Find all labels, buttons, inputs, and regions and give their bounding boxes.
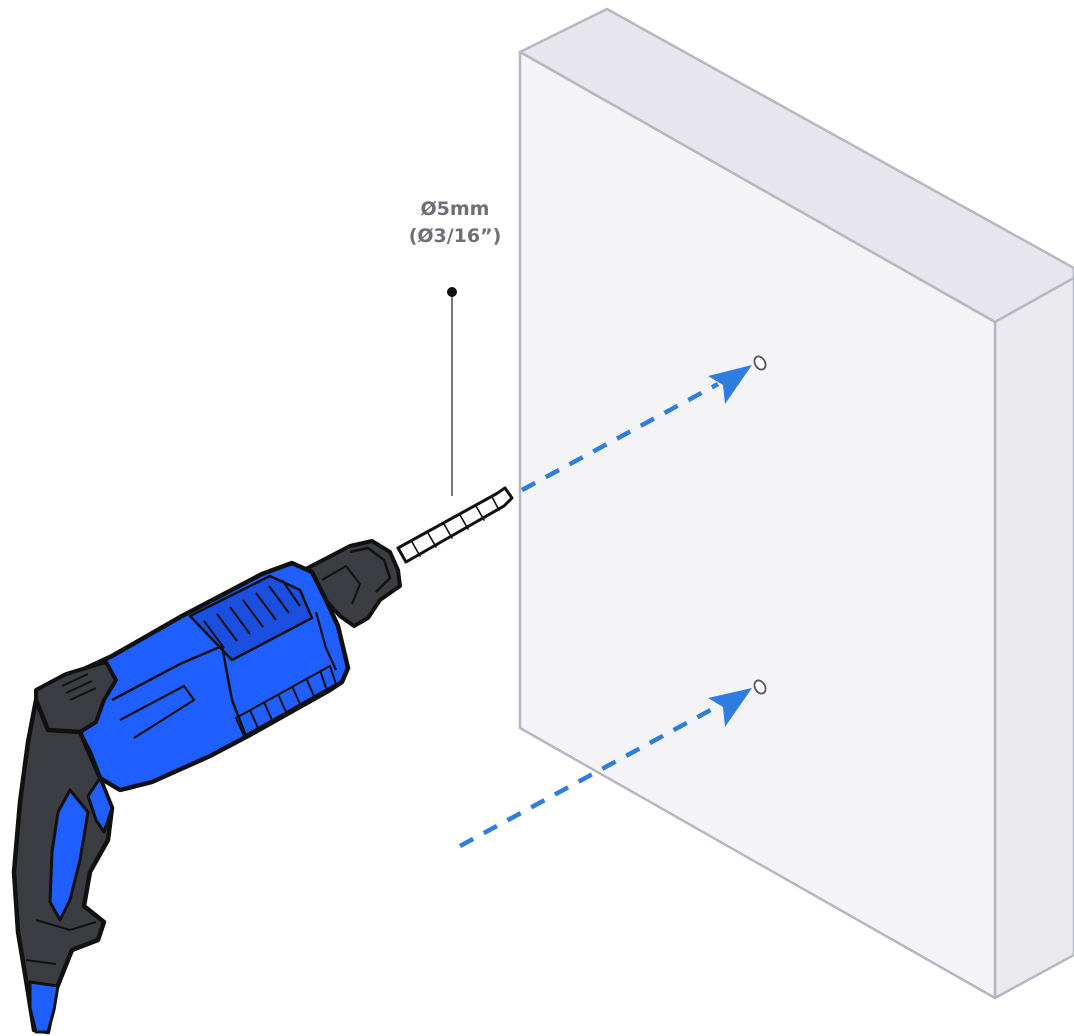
lower-arrow-line — [458, 704, 720, 848]
wall-side-face — [993, 276, 1074, 1000]
upper-hole-marker — [753, 355, 767, 371]
bit-size-callout: Ø5mm (Ø3/16”) — [370, 196, 540, 250]
drill-grip-inlay — [48, 788, 90, 922]
drill-direction-arrows — [458, 365, 752, 848]
lower-hole-marker — [753, 679, 767, 695]
upper-arrow-head — [708, 365, 752, 404]
hammer-drill-icon — [11, 486, 514, 1035]
upper-arrow-line — [520, 382, 720, 492]
drill-cable-guard — [28, 980, 60, 1034]
bit-size-callout-pointer — [447, 287, 457, 496]
drill-trigger — [86, 776, 114, 834]
bit-size-metric: Ø5mm — [420, 198, 490, 220]
drill-bottom-grille — [234, 664, 338, 738]
drill-bit — [396, 486, 514, 564]
drill-chuck — [298, 539, 402, 628]
bit-size-imperial: (Ø3/16”) — [408, 225, 502, 247]
wall-front-face — [518, 50, 997, 1000]
lower-arrow-head — [708, 688, 752, 727]
drill-vent-ribs — [188, 574, 314, 662]
wall-panel-icon — [518, 7, 1074, 1000]
